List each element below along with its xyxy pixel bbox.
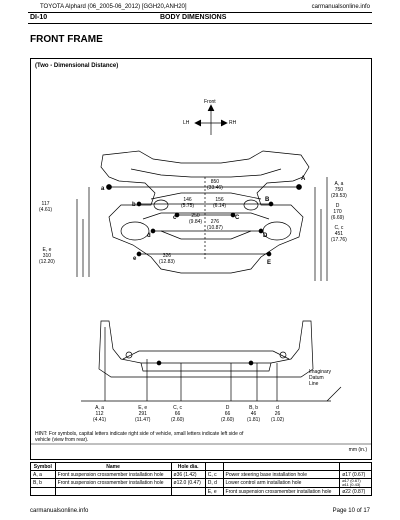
side-dim-4: D 66 (2.60) <box>221 405 235 423</box>
footer-site: carmanualsonline.info <box>30 508 89 514</box>
dim-right-D: D 170 (6.69) <box>331 203 345 221</box>
legend-cell <box>170 487 206 496</box>
legend-cell: Lower control arm installation hole <box>222 478 341 488</box>
legend-cell: ø17 (0.67) ø11 (0.43) <box>339 478 372 488</box>
dim-right-C: C, c 451 (17.76) <box>331 225 347 243</box>
dim-e-E: 326 (12.83) <box>159 253 175 265</box>
diagram-frame: (Two - Dimensional Distance) <box>30 58 372 460</box>
side-dim-2: E, e 291 (11.47) <box>135 405 151 423</box>
dim-c-C: 250 (9.84) <box>189 213 203 225</box>
svg-text:b: b <box>132 202 136 208</box>
svg-text:C: C <box>235 215 240 221</box>
direction-left: LH <box>183 120 190 126</box>
side-dim-3: C, c 66 (2.60) <box>171 405 185 423</box>
header-rule-bottom <box>28 23 372 24</box>
side-dim-6: d 26 (1.02) <box>271 405 285 423</box>
legend-cell: C, c <box>204 470 224 479</box>
source-title: TOYOTA Alphard (06_2005-06_2012) [GGH20,… <box>40 4 187 10</box>
side-dim-1: A, a 112 (4.41) <box>93 405 107 423</box>
legend-cell: D, d <box>204 478 224 488</box>
direction-right: RH <box>229 120 237 126</box>
svg-text:c: c <box>173 215 177 221</box>
legend-cell: Front suspension crossmember installatio… <box>54 470 172 479</box>
page-title: FRONT FRAME <box>30 34 103 45</box>
hint-text: HINT: For symbols, capital letters indic… <box>35 431 244 443</box>
svg-text:d: d <box>147 233 151 239</box>
page-code: DI-10 <box>30 14 48 21</box>
table-row: B, b Front suspension crossmember instal… <box>30 478 372 488</box>
dim-b-B-right: 156 (6.14) <box>213 197 227 209</box>
frame-diagram: a A b B c C d D e E <box>31 104 371 445</box>
site-name: carmanualsonline.info <box>311 4 370 10</box>
svg-text:B: B <box>265 197 270 203</box>
legend-table: Symbol Name Hole dia. A, a Front suspens… <box>30 462 372 496</box>
legend-cell: B, b <box>30 478 56 488</box>
header-rule-top <box>28 12 372 13</box>
top-view-point-labels: a A b B c C d D e E <box>101 176 306 266</box>
legend-cell <box>54 487 172 496</box>
dim-d-D: 276 (10.87) <box>207 219 223 231</box>
legend-header-name-2 <box>222 462 341 471</box>
legend-header-row: Symbol Name Hole dia. <box>30 462 372 471</box>
legend-cell: ø12.0 (0.47) <box>170 478 206 488</box>
svg-text:E: E <box>267 260 271 266</box>
legend-cell: Power steering base installation hole <box>222 470 341 479</box>
legend-header-symbol: Symbol <box>30 462 56 471</box>
legend-cell: ø36 (1.42) <box>170 470 206 479</box>
legend-cell: Front suspension crossmember installatio… <box>54 478 172 488</box>
direction-front: Front <box>204 99 216 105</box>
datum-line-label: Imaginary Datum Line <box>309 369 331 387</box>
legend-cell: E, e <box>204 487 224 496</box>
side-dim-5: B, b 46 (1.81) <box>247 405 261 423</box>
legend-header-hole: Hole dia. <box>170 462 206 471</box>
dim-right-A: A, a 750 (29.53) <box>331 181 347 199</box>
dim-left-b: 117 (4.61) <box>39 201 53 213</box>
legend-header-name: Name <box>54 462 172 471</box>
dim-left-E: E, e 310 (12.20) <box>39 247 55 265</box>
legend-cell: ø22 (0.87) <box>339 487 372 496</box>
legend-cell: Front suspension crossmember installatio… <box>222 487 341 496</box>
side-view <box>81 320 342 402</box>
legend-cell <box>30 487 56 496</box>
unit-note: mm (in.) <box>348 447 367 453</box>
svg-text:D: D <box>263 233 268 239</box>
table-row: E, e Front suspension crossmember instal… <box>30 487 372 496</box>
dim-a-A: 850 (33.46) <box>207 179 223 191</box>
dim-b-B-left: 146 (5.75) <box>181 197 195 209</box>
legend-header-hole-2 <box>339 462 372 471</box>
footer-page-number: Page 10 of 17 <box>332 508 370 514</box>
svg-text:e: e <box>133 256 137 262</box>
legend-cell: A, a <box>30 470 56 479</box>
section-title: BODY DIMENSIONS <box>160 14 227 21</box>
diagram-subtitle: (Two - Dimensional Distance) <box>35 63 119 69</box>
svg-text:a: a <box>101 186 105 192</box>
top-view <box>76 150 328 281</box>
table-row: A, a Front suspension crossmember instal… <box>30 470 372 479</box>
svg-text:A: A <box>301 176 306 182</box>
legend-header-symbol-2 <box>204 462 224 471</box>
direction-indicator <box>194 104 228 135</box>
